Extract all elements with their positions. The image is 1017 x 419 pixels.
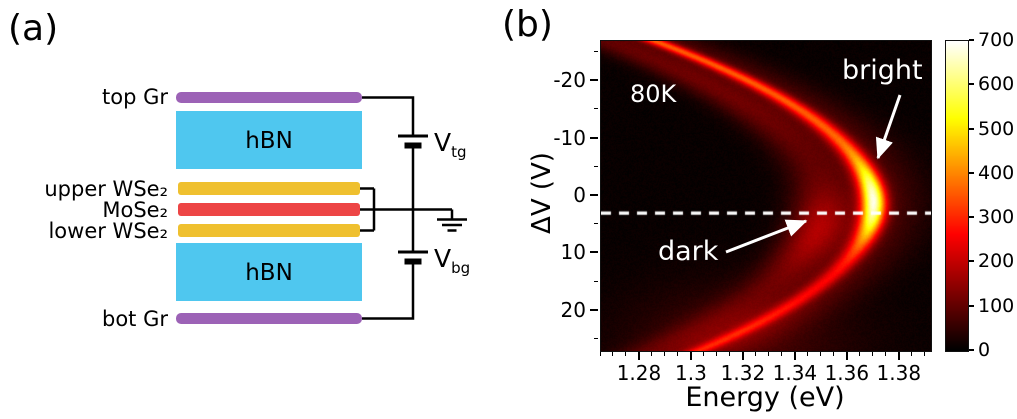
x-minor-tick (625, 352, 626, 356)
x-major-tick (690, 352, 692, 360)
label-hbn-bottom: hBN (245, 260, 293, 286)
panel-b-pl-map: (b) ΔV (V) Energy (eV) 80K bright dark 1… (500, 0, 1017, 419)
dark-annotation: dark (658, 236, 718, 267)
colorbar-tick (969, 349, 974, 351)
colorbar-tick-label: 500 (978, 118, 1017, 140)
x-minor-tick (885, 352, 886, 356)
x-minor-tick (768, 352, 769, 356)
colorbar-tick-label: 100 (978, 295, 1017, 317)
x-minor-tick (833, 352, 834, 356)
vbg-sub: bg (451, 259, 470, 277)
x-major-tick (898, 352, 900, 360)
colorbar (945, 40, 969, 352)
x-minor-tick (859, 352, 860, 356)
vtg-label: Vtg (434, 128, 467, 161)
x-minor-tick (664, 352, 665, 356)
x-minor-tick (612, 352, 613, 356)
y-tick-label: 20 (544, 299, 586, 321)
y-minor-tick (594, 51, 598, 52)
layer-bot-graphene (176, 313, 362, 324)
wire-bottom-gate (362, 262, 413, 319)
x-minor-tick (716, 352, 717, 356)
colorbar-tick (969, 305, 974, 307)
y-minor-tick (594, 338, 598, 339)
y-major-tick (590, 309, 598, 311)
x-minor-tick (755, 352, 756, 356)
y-minor-tick (594, 108, 598, 109)
x-minor-tick (872, 352, 873, 356)
label-hbn-top: hBN (245, 128, 293, 154)
colorbar-tick (969, 128, 974, 130)
colorbar-tick (969, 260, 974, 262)
colorbar-tick (969, 39, 974, 41)
vbg-label: Vbg (434, 244, 470, 277)
x-minor-tick (677, 352, 678, 356)
vtg-base: V (434, 128, 451, 157)
x-major-tick (638, 352, 640, 360)
colorbar-tick-label: 200 (978, 250, 1017, 272)
x-major-tick (794, 352, 796, 360)
x-minor-tick (600, 352, 601, 356)
y-tick-label: 0 (544, 184, 586, 206)
colorbar-tick (969, 216, 974, 218)
wire-middle-bracket (360, 189, 374, 231)
temperature-annotation: 80K (630, 80, 676, 108)
y-major-tick (590, 137, 598, 139)
x-major-tick (846, 352, 848, 360)
x-minor-tick (781, 352, 782, 356)
panel-a-label: (a) (8, 8, 58, 49)
y-major-tick (590, 251, 598, 253)
bright-annotation: bright (842, 55, 923, 86)
x-major-tick (742, 352, 744, 360)
x-minor-tick (820, 352, 821, 356)
panel-b-label: (b) (502, 4, 553, 45)
colorbar-tick-label: 400 (978, 162, 1017, 184)
panel-a-device-schematic: (a) top Gr upper WSe₂ MoSe₂ lower WSe₂ b… (0, 0, 500, 419)
wire-top-gate (362, 98, 413, 137)
x-minor-tick (703, 352, 704, 356)
label-bot-gr: bot Gr (102, 307, 168, 331)
colorbar-tick-label: 300 (978, 206, 1017, 228)
y-major-tick (590, 79, 598, 81)
y-major-tick (590, 194, 598, 196)
colorbar-tick (969, 83, 974, 85)
colorbar-tick-label: 0 (978, 339, 1017, 361)
x-minor-tick (924, 352, 925, 356)
vtg-sub: tg (451, 143, 466, 161)
x-minor-tick (911, 352, 912, 356)
label-lower-wse2: lower WSe₂ (48, 219, 168, 243)
x-minor-tick (807, 352, 808, 356)
colorbar-tick (969, 172, 974, 174)
y-tick-label: -20 (544, 69, 586, 91)
label-top-gr: top Gr (102, 85, 168, 109)
colorbar-tick-label: 700 (978, 29, 1017, 51)
device-schematic-svg: (a) top Gr upper WSe₂ MoSe₂ lower WSe₂ b… (0, 0, 500, 419)
y-tick-label: -10 (544, 127, 586, 149)
layer-top-graphene (176, 92, 362, 103)
x-axis-label: Energy (eV) (600, 382, 930, 413)
y-tick-label: 10 (544, 241, 586, 263)
layer-mose2 (178, 203, 360, 216)
y-minor-tick (594, 223, 598, 224)
x-minor-tick (651, 352, 652, 356)
vbg-base: V (434, 244, 451, 273)
y-minor-tick (594, 281, 598, 282)
x-tick-label: 1.38 (869, 362, 929, 384)
layer-upper-wse2 (178, 182, 360, 195)
ground-symbol (437, 220, 467, 231)
layer-lower-wse2 (178, 224, 360, 237)
y-minor-tick (594, 166, 598, 167)
x-minor-tick (729, 352, 730, 356)
colorbar-tick-label: 600 (978, 73, 1017, 95)
